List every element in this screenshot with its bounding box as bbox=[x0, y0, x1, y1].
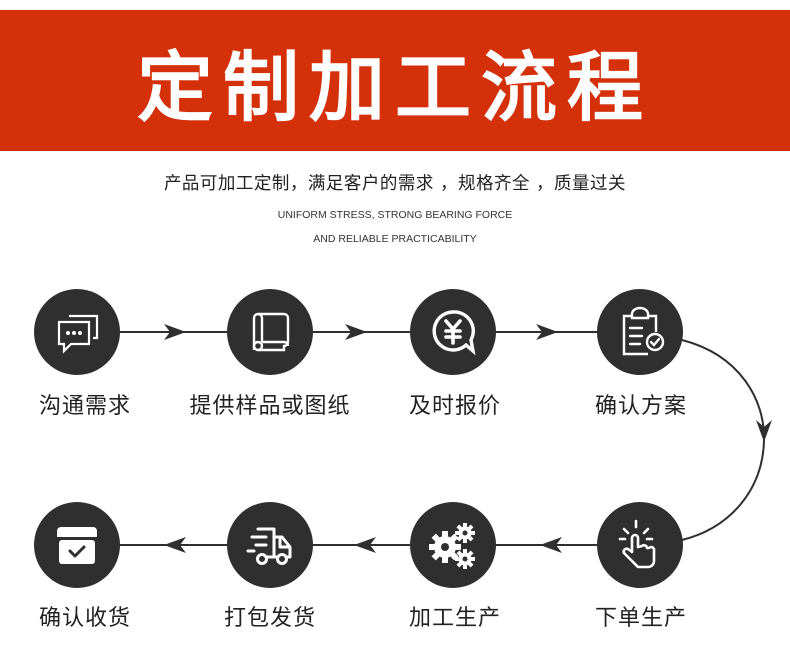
clipboard-check-icon bbox=[622, 306, 665, 356]
chat-bubbles-icon bbox=[57, 314, 99, 354]
step-label: 沟通需求 bbox=[38, 394, 132, 419]
step-place-order bbox=[597, 502, 683, 588]
subtitle-chinese: 产品可加工定制，满足客户的需求 ，规格齐全 ，质量过关 bbox=[163, 174, 627, 194]
title-banner: 定制加工流程 bbox=[0, 10, 790, 151]
step-label: 下单生产 bbox=[594, 606, 688, 631]
step-provide-sample bbox=[227, 289, 313, 375]
gears-icon bbox=[429, 523, 475, 569]
scroll-drawing-icon bbox=[252, 312, 290, 352]
step-label: 提供样品或图纸 bbox=[189, 394, 351, 419]
step-label: 确认方案 bbox=[594, 394, 688, 419]
arrow-left-icon bbox=[164, 537, 186, 553]
step-confirm-receipt bbox=[34, 502, 120, 588]
step-label: 加工生产 bbox=[408, 606, 502, 631]
tap-hand-icon bbox=[618, 519, 656, 569]
yuan-quote-icon bbox=[432, 310, 476, 356]
step-confirm-plan bbox=[597, 289, 683, 375]
arrow-right-icon bbox=[164, 324, 186, 340]
subtitle-english-line1: UNIFORM STRESS, STRONG BEARING FORCE bbox=[277, 209, 513, 221]
delivery-truck-icon bbox=[246, 527, 292, 565]
step-quote bbox=[410, 289, 496, 375]
arrow-right-icon bbox=[345, 324, 367, 340]
step-processing bbox=[410, 502, 496, 588]
step-label: 打包发货 bbox=[223, 606, 317, 631]
page-title: 定制加工流程 bbox=[137, 42, 653, 132]
arrow-left-icon bbox=[354, 537, 376, 553]
step-pack-ship bbox=[227, 502, 313, 588]
step-label: 确认收货 bbox=[38, 606, 132, 631]
step-communicate-needs bbox=[34, 289, 120, 375]
arrow-down-icon bbox=[756, 420, 772, 442]
arrow-right-icon bbox=[536, 324, 558, 340]
box-check-icon bbox=[57, 527, 97, 564]
step-label: 及时报价 bbox=[408, 394, 502, 419]
arrow-left-icon bbox=[540, 537, 562, 553]
subtitle-english-line2: AND RELIABLE PRACTICABILITY bbox=[313, 233, 477, 245]
